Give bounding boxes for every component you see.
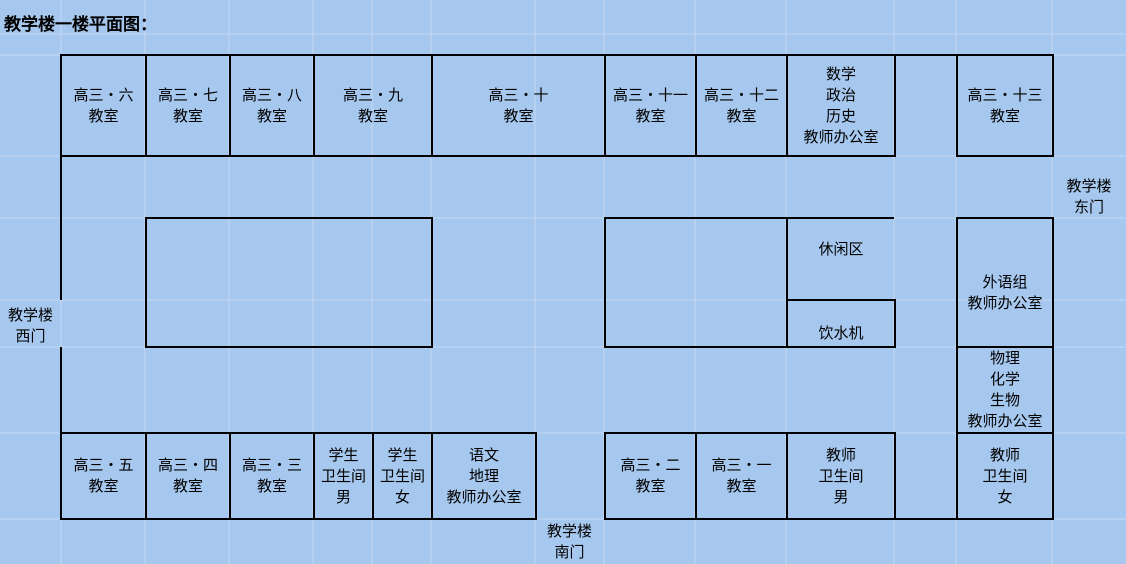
room-grade3-5: 高三・五教室 <box>60 432 147 520</box>
room-grade3-10: 高三・十教室 <box>431 54 606 157</box>
room-grade3-3: 高三・三教室 <box>229 432 315 520</box>
west-wall-upper <box>60 55 62 300</box>
south-gate-label: 教学楼南门 <box>546 522 592 561</box>
math-politics-history-office: 数学政治 历史教师办公室 <box>786 54 896 157</box>
lounge-top-wall <box>786 217 894 219</box>
room-grade3-13: 高三・十三教室 <box>956 54 1054 157</box>
room-grade3-7: 高三・七教室 <box>145 54 231 157</box>
student-restroom-male: 学生卫生间男 <box>313 432 374 520</box>
room-grade3-9: 高三・九教室 <box>313 54 433 157</box>
lounge-area: 休闲区 <box>786 217 894 301</box>
teacher-restroom-female: 教师卫生间女 <box>956 432 1054 520</box>
room-grade3-1: 高三・一教室 <box>695 432 788 520</box>
room-grade3-12: 高三・十二教室 <box>695 54 788 157</box>
student-restroom-female: 学生卫生间女 <box>372 432 433 520</box>
physics-chemistry-biology-office: 物理化学 生物教师办公室 <box>956 346 1054 434</box>
top-wall-gap <box>894 54 956 56</box>
courtyard-block-east <box>604 217 788 348</box>
west-gate-label: 教学楼西门 <box>7 306 53 345</box>
room-grade3-6: 高三・六教室 <box>60 54 147 157</box>
chinese-geography-office: 语文地理教师办公室 <box>431 432 537 520</box>
foreign-language-office: 外语组教师办公室 <box>956 217 1054 348</box>
east-gate-label: 教学楼东门 <box>1066 177 1112 216</box>
courtyard-block-west <box>145 217 433 348</box>
water-dispenser-area: 饮水机 <box>786 299 896 348</box>
bottom-wall-gap <box>894 518 956 520</box>
page-title: 教学楼一楼平面图： <box>4 15 157 35</box>
room-grade3-8: 高三・八教室 <box>229 54 315 157</box>
room-grade3-2: 高三・二教室 <box>604 432 697 520</box>
teacher-restroom-male: 教师卫生间男 <box>786 432 896 520</box>
room-grade3-11: 高三・十一教室 <box>604 54 697 157</box>
room-grade3-4: 高三・四教室 <box>145 432 231 520</box>
